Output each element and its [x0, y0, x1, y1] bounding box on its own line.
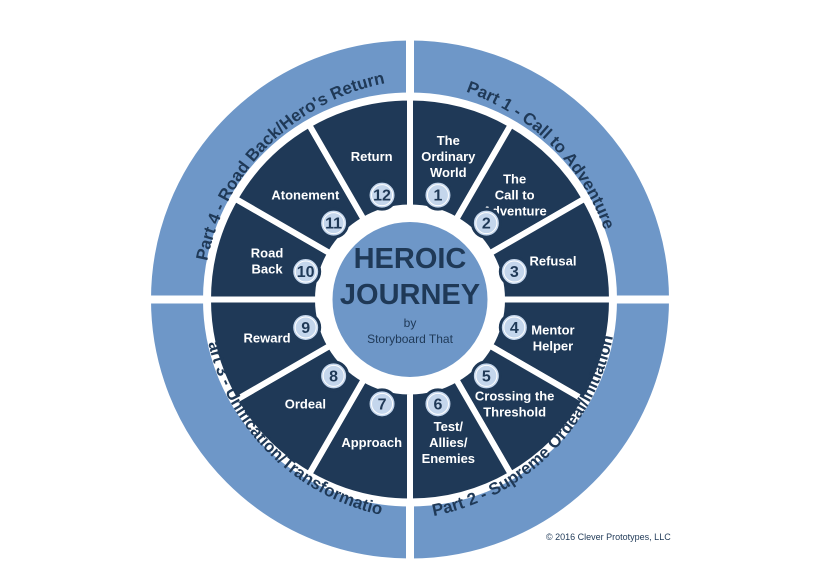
center-circle: [327, 217, 493, 382]
stage-label-6: Test/Allies/Enemies: [422, 419, 475, 466]
number-badge-inner-ring-3: [503, 260, 526, 283]
stage-number-3: 3: [510, 264, 519, 281]
stage-number-2: 2: [482, 216, 491, 233]
center-hub: HEROIC JOURNEY by Storyboard That: [327, 217, 493, 382]
stage-number-9: 9: [301, 320, 310, 337]
number-badge-inner-ring-7: [371, 392, 394, 415]
number-badge-7: [366, 388, 398, 420]
stage-number-11: 11: [325, 216, 342, 233]
number-badge-inner-ring-11: [322, 212, 345, 235]
copyright-notice: © 2016 Clever Prototypes, LLC: [546, 532, 671, 542]
center-subtitle-author: Storyboard That: [367, 332, 453, 346]
number-badge-9: [290, 311, 322, 343]
number-badge-5: [470, 360, 502, 392]
center-subtitle-by: by: [404, 316, 417, 330]
stage-label-11: Atonement: [271, 187, 340, 202]
number-badge-inner-ring-10: [294, 260, 317, 283]
number-badge-inner-ring-9: [294, 316, 317, 339]
stage-number-1: 1: [433, 188, 442, 205]
number-badge-8: [318, 360, 350, 392]
number-badge-inner-ring-6: [426, 392, 449, 415]
stage-label-12: Return: [351, 149, 393, 164]
number-badge-inner-ring-12: [371, 184, 394, 207]
number-badge-3: [498, 256, 530, 288]
center-title-line-1: HEROIC: [354, 243, 467, 275]
center-title-line-2: JOURNEY: [340, 279, 480, 311]
number-badge-12: [366, 179, 398, 211]
number-badge-4: [498, 311, 530, 343]
number-badge-inner-ring-4: [503, 316, 526, 339]
stage-number-10: 10: [297, 264, 315, 281]
number-badge-1: [422, 179, 454, 211]
stage-number-5: 5: [482, 368, 491, 385]
number-badge-inner-ring-8: [322, 364, 345, 387]
number-badge-inner-ring-2: [475, 212, 498, 235]
number-badge-11: [318, 207, 350, 239]
number-badge-6: [422, 388, 454, 420]
stage-number-6: 6: [433, 396, 442, 413]
stage-number-7: 7: [378, 396, 387, 413]
number-badge-2: [470, 207, 502, 239]
stage-number-8: 8: [329, 368, 338, 385]
stage-label-3: Refusal: [529, 254, 576, 269]
number-badge-inner-ring-1: [426, 184, 449, 207]
number-badge-10: [290, 256, 322, 288]
stage-label-8: Ordeal: [285, 397, 326, 412]
stage-number-4: 4: [510, 320, 519, 337]
number-badge-inner-ring-5: [475, 364, 498, 387]
stage-number-12: 12: [373, 188, 391, 205]
stage-label-9: Reward: [244, 330, 291, 345]
stage-label-7: Approach: [341, 435, 402, 450]
